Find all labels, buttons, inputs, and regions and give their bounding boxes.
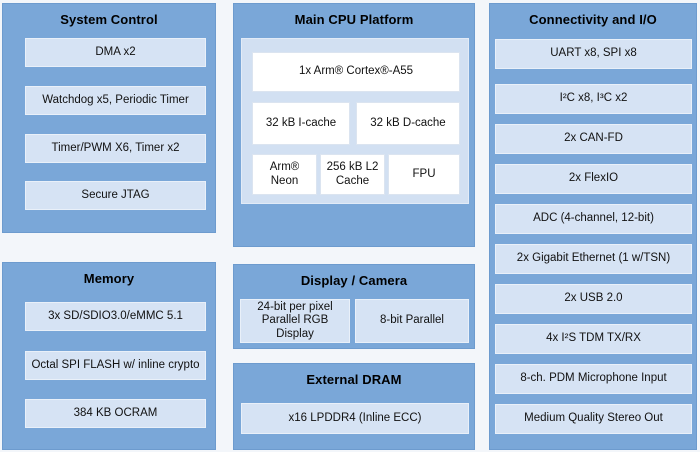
neon-box: Arm® Neon xyxy=(252,154,317,195)
system-control-title: System Control xyxy=(60,12,158,27)
external-dram-title: External DRAM xyxy=(306,372,402,387)
item-timer-pwm: Timer/PWM X6, Timer x2 xyxy=(25,134,206,163)
cpu-core-panel: 1x Arm® Cortex®-A55 32 kB I-cache 32 kB … xyxy=(241,38,469,204)
icache-box: 32 kB I-cache xyxy=(252,102,350,145)
item-secure-jtag: Secure JTAG xyxy=(25,181,206,210)
main-cpu-platform-title: Main CPU Platform xyxy=(294,12,414,27)
item-lpddr4: x16 LPDDR4 (Inline ECC) xyxy=(241,403,469,434)
item-usb: 2x USB 2.0 xyxy=(495,284,692,314)
item-gigabit-ethernet: 2x Gigabit Ethernet (1 w/TSN) xyxy=(495,244,692,274)
memory-title: Memory xyxy=(83,271,135,286)
item-stereo-out: Medium Quality Stereo Out xyxy=(495,404,692,434)
item-watchdog: Watchdog x5, Periodic Timer xyxy=(25,86,206,115)
connectivity-io-title: Connectivity and I/O xyxy=(529,12,657,27)
item-adc: ADC (4-channel, 12-bit) xyxy=(495,204,692,234)
item-octal-spi-flash: Octal SPI FLASH w/ inline crypto xyxy=(25,351,206,380)
dcache-box: 32 kB D-cache xyxy=(356,102,460,145)
l2-cache-box: 256 kB L2 Cache xyxy=(320,154,385,195)
item-uart-spi: UART x8, SPI x8 xyxy=(495,39,692,69)
item-dma: DMA x2 xyxy=(25,38,206,67)
item-i2s-tdm: 4x I²S TDM TX/RX xyxy=(495,324,692,354)
memory-block: Memory 3x SD/SDIO3.0/eMMC 5.1 Octal SPI … xyxy=(2,262,216,450)
item-sd-emmc: 3x SD/SDIO3.0/eMMC 5.1 xyxy=(25,302,206,331)
item-i2c-i3c: I²C x8, I³C x2 xyxy=(495,84,692,114)
display-camera-title: Display / Camera xyxy=(300,273,408,288)
fpu-box: FPU xyxy=(388,154,460,195)
item-flexio: 2x FlexIO xyxy=(495,164,692,194)
item-parallel-rgb-display: 24-bit per pixel Parallel RGB Display xyxy=(240,299,350,343)
main-cpu-platform-block: Main CPU Platform 1x Arm® Cortex®-A55 32… xyxy=(233,3,475,247)
connectivity-io-block: Connectivity and I/O UART x8, SPI x8 I²C… xyxy=(489,3,697,450)
display-camera-block: Display / Camera 24-bit per pixel Parall… xyxy=(233,264,475,349)
system-control-block: System Control DMA x2 Watchdog x5, Perio… xyxy=(2,3,216,233)
external-dram-block: External DRAM x16 LPDDR4 (Inline ECC) xyxy=(233,363,475,450)
item-8bit-parallel: 8-bit Parallel xyxy=(355,299,469,343)
cpu-core-box: 1x Arm® Cortex®-A55 xyxy=(252,52,460,92)
item-ocram: 384 KB OCRAM xyxy=(25,399,206,428)
item-can-fd: 2x CAN-FD xyxy=(495,124,692,154)
item-pdm-microphone: 8-ch. PDM Microphone Input xyxy=(495,364,692,394)
